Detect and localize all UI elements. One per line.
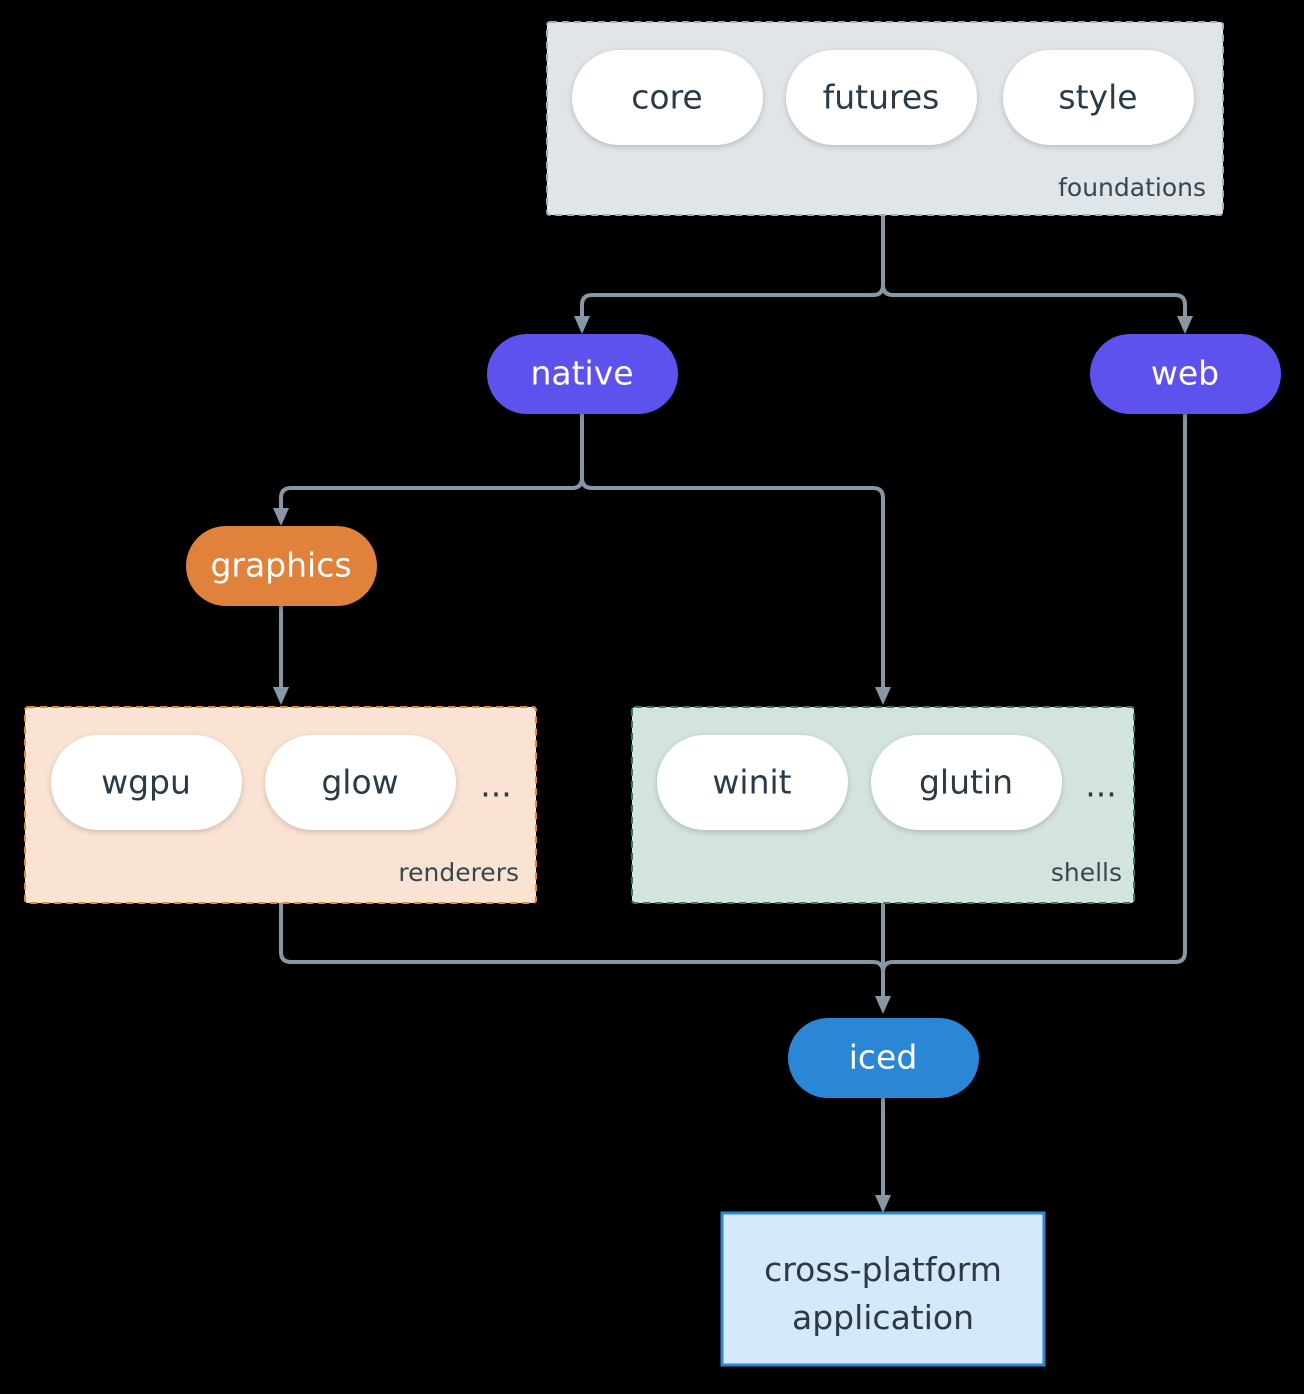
edge-web-iced	[881, 412, 1187, 1002]
arrowhead-renderers	[273, 687, 289, 705]
group-renderers-overflow: ...	[480, 766, 511, 805]
node-glow[interactable]: glow	[265, 735, 456, 830]
node-application-box	[720, 1211, 1046, 1367]
group-foundations[interactable]: core futures style foundations	[546, 21, 1224, 216]
node-glutin-label: glutin	[919, 763, 1013, 802]
arrowhead-web	[1177, 316, 1193, 334]
node-glutin[interactable]: glutin	[871, 735, 1062, 830]
group-renderers-label: renderers	[398, 858, 519, 887]
group-shells[interactable]: winit glutin ... shells	[631, 706, 1135, 904]
arrowhead-application	[875, 1195, 891, 1213]
node-futures[interactable]: futures	[786, 50, 977, 145]
arrowhead-iced	[875, 996, 891, 1014]
node-wgpu-label: wgpu	[101, 763, 191, 802]
arrowhead-shells	[875, 687, 891, 705]
edge-layer	[273, 213, 1193, 1213]
node-glow-label: glow	[321, 763, 398, 802]
group-shells-overflow: ...	[1085, 766, 1116, 805]
node-futures-label: futures	[823, 78, 940, 117]
node-application[interactable]: cross-platform application	[720, 1211, 1046, 1367]
node-iced-label: iced	[849, 1038, 918, 1077]
edge-foundations-native	[580, 213, 885, 324]
node-style-label: style	[1058, 78, 1137, 117]
node-application-label-line1: cross-platform	[764, 1250, 1002, 1289]
edge-native-graphics	[279, 412, 584, 516]
group-shells-label: shells	[1051, 858, 1122, 887]
node-core-label: core	[631, 78, 702, 117]
group-renderers[interactable]: wgpu glow ... renderers	[24, 706, 537, 904]
node-core[interactable]: core	[572, 50, 763, 145]
node-style[interactable]: style	[1003, 50, 1194, 145]
arrowhead-graphics	[273, 508, 289, 526]
node-winit[interactable]: winit	[657, 735, 848, 830]
edge-foundations-web	[881, 283, 1187, 324]
node-web-label: web	[1151, 354, 1219, 393]
node-web[interactable]: web	[1090, 334, 1281, 414]
node-winit-label: winit	[712, 763, 791, 802]
group-foundations-label: foundations	[1058, 173, 1206, 202]
node-wgpu[interactable]: wgpu	[51, 735, 242, 830]
node-graphics[interactable]: graphics	[186, 526, 377, 606]
node-application-label-line2: application	[792, 1298, 974, 1337]
edge-renderers-iced	[279, 901, 885, 1002]
edge-native-shells	[580, 476, 885, 689]
node-iced[interactable]: iced	[788, 1018, 979, 1098]
node-native-label: native	[530, 354, 633, 393]
arrowhead-native	[574, 316, 590, 334]
node-graphics-label: graphics	[210, 546, 351, 585]
node-native[interactable]: native	[487, 334, 678, 414]
